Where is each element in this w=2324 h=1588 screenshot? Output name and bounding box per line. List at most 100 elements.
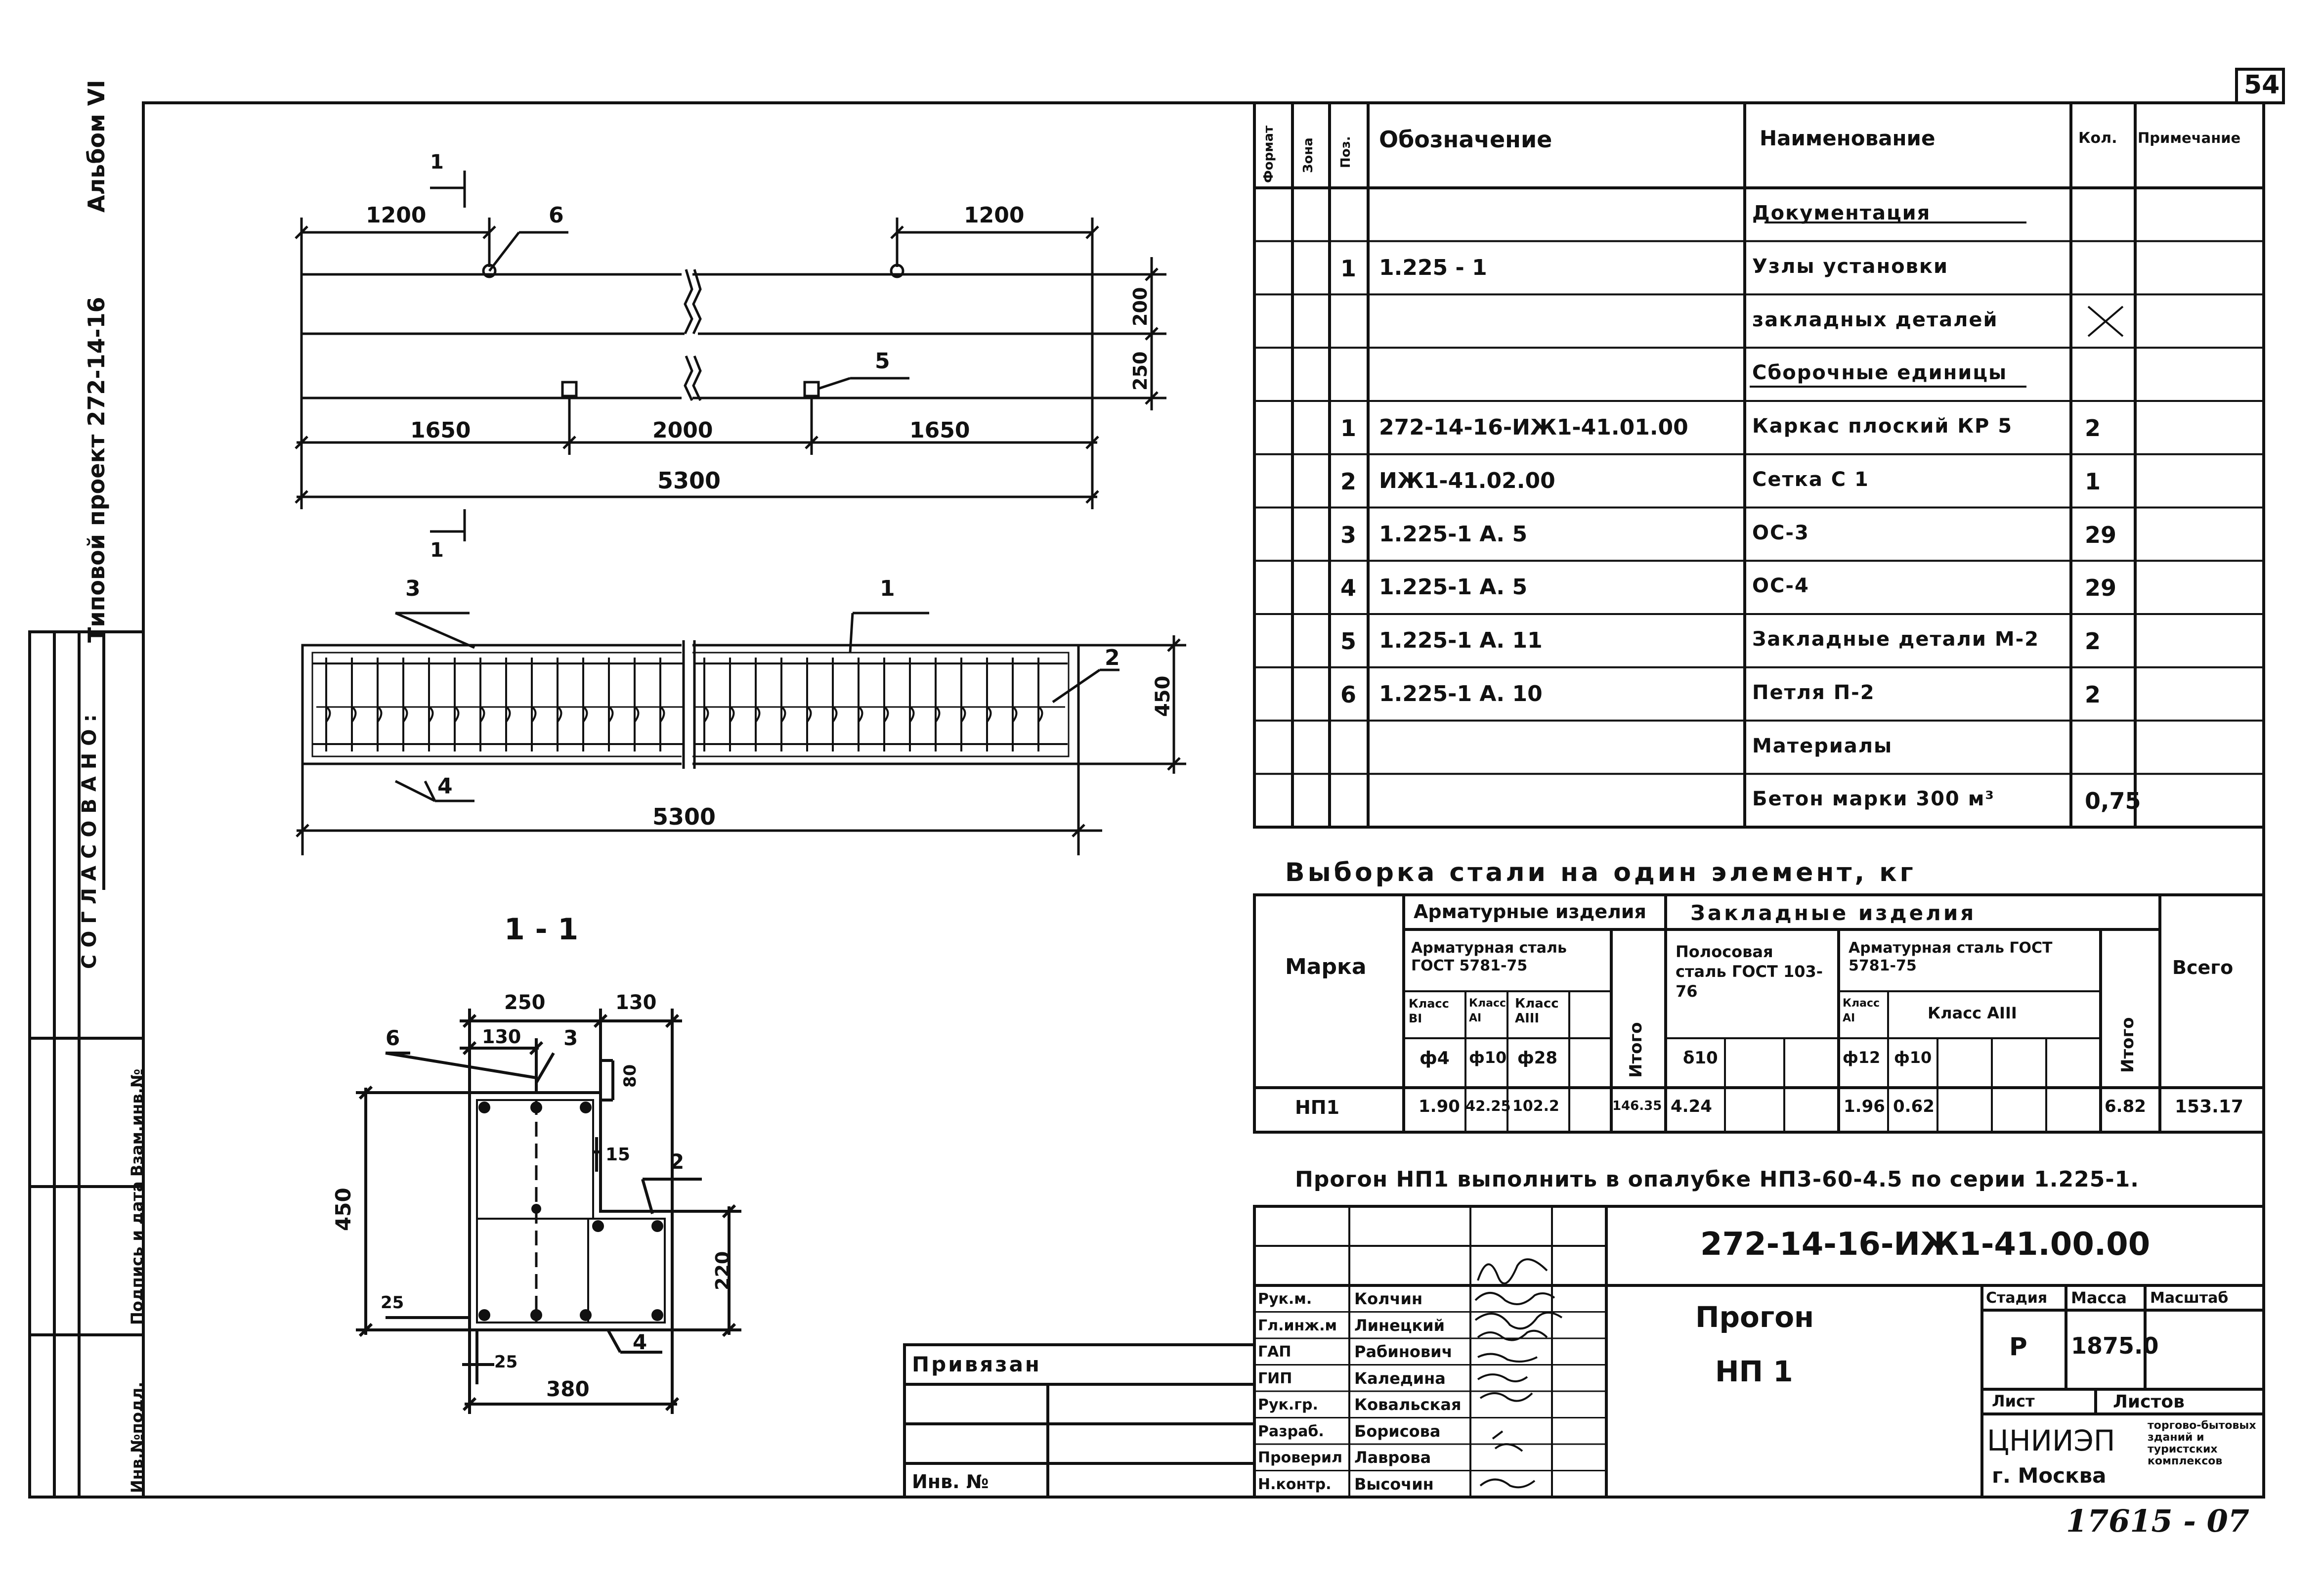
- tb-stage: Р: [2009, 1332, 2027, 1361]
- tb-name-line1: Прогон: [1695, 1300, 1814, 1334]
- steel-h-class-ai: Класс АI: [1469, 997, 1506, 1024]
- spec-pos: 1: [1340, 415, 1357, 441]
- steel-d-12: ф12: [1843, 1048, 1881, 1067]
- steel-d-10: ф10: [1469, 1048, 1507, 1067]
- spec-name: Узлы установки: [1752, 255, 1949, 278]
- tb-org: ЦНИИЭП: [1987, 1424, 2115, 1457]
- tb-org-desc: торгово-бытовых зданий и туристских комп…: [2148, 1419, 2256, 1467]
- tb-sheets-h: Листов: [2113, 1392, 2185, 1412]
- stirrup-hook: [832, 706, 838, 723]
- spec-designation: 1.225-1 А. 5: [1379, 521, 1528, 547]
- steel-row-total: 153.17: [2175, 1097, 2243, 1117]
- handwritten-number: 17615 - 07: [2066, 1503, 2249, 1539]
- spec-qty: 29: [2085, 521, 2117, 548]
- stirrup-hook: [402, 706, 408, 723]
- steel-d-4: ф4: [1420, 1048, 1450, 1068]
- stirrup-hook: [582, 706, 588, 723]
- stirrup-hook: [1037, 706, 1043, 723]
- tb-bound: Привязан: [912, 1352, 1041, 1376]
- spec-pos: 5: [1340, 628, 1357, 655]
- dim-sec-130b: 130: [482, 1026, 521, 1048]
- stamp-replace-inv: Взам.инв.№: [128, 1068, 146, 1177]
- steel-row-sum2: 6.82: [2105, 1097, 2146, 1116]
- spec-name: Каркас плоский КР 5: [1752, 415, 2013, 438]
- steel-h-embedded: Закладные изделия: [1690, 901, 1977, 925]
- role-title: Гл.инж.м: [1258, 1317, 1337, 1334]
- spec-qty: 1: [2085, 468, 2101, 495]
- role-person: Колчин: [1354, 1289, 1423, 1308]
- spec-name: Сетка С 1: [1752, 468, 1869, 491]
- spec-designation: ИЖ1-41.02.00: [1379, 468, 1555, 493]
- spec-h-zone: Зона: [1301, 137, 1316, 173]
- spec-h-format: Формат: [1261, 125, 1276, 183]
- spec-pos: 3: [1340, 521, 1357, 548]
- role-person: Ковальская: [1354, 1395, 1462, 1414]
- spec-name: Сборочные единицы: [1752, 361, 2008, 385]
- tb-mass: 1875.0: [2071, 1332, 2159, 1359]
- spec-h-name: Наименование: [1760, 126, 1936, 150]
- spec-name: ОС-3: [1752, 521, 1809, 544]
- section-title: 1 - 1: [504, 912, 579, 947]
- spec-pos: 4: [1340, 574, 1357, 602]
- marker-six-sec: 6: [386, 1026, 400, 1050]
- section-marker-top: 1: [430, 151, 444, 174]
- steel-row-v1: 1.90: [1419, 1097, 1460, 1116]
- tb-name-line2: НП 1: [1715, 1355, 1793, 1388]
- marker-three-sec: 3: [563, 1026, 578, 1050]
- steel-row-v6: 0.62: [1893, 1097, 1935, 1116]
- role-title: Разраб.: [1258, 1422, 1324, 1440]
- dim-total-top: 5300: [657, 467, 721, 494]
- stirrup-hook: [729, 706, 735, 723]
- stirrup-hook: [659, 706, 665, 723]
- stirrup-hook: [909, 706, 915, 723]
- spec-pos: 1: [1340, 255, 1357, 282]
- stirrup-hook: [780, 706, 786, 723]
- role-person: Линецкий: [1354, 1316, 1445, 1335]
- stirrup-hook: [960, 706, 966, 723]
- role-title: Рук.гр.: [1258, 1396, 1318, 1413]
- tb-inv: Инв. №: [912, 1471, 989, 1493]
- role-title: Н.контр.: [1258, 1475, 1332, 1493]
- steel-row-v2: 42.25: [1465, 1098, 1511, 1114]
- marker-two-plan: 2: [1105, 645, 1120, 670]
- steel-title: Выборка стали на один элемент, кг: [1285, 858, 1916, 887]
- stamp-agreed: СОГЛАСОВАНО:: [78, 707, 101, 969]
- stamp-inv-no: Инв.№подл.: [128, 1381, 146, 1493]
- steel-h-class-bi: Класс ВI: [1409, 997, 1449, 1025]
- spec-pos: 2: [1340, 468, 1357, 495]
- stirrup-hook: [454, 706, 460, 723]
- stirrup-hook: [935, 706, 941, 723]
- spec-qty: 2: [2085, 628, 2101, 655]
- stirrup-hook: [703, 706, 709, 723]
- dim-h2: 250: [1129, 351, 1151, 391]
- dim-sec-220: 220: [712, 1251, 733, 1290]
- spec-pos: 6: [1340, 681, 1357, 708]
- page-number: 54: [2244, 70, 2280, 100]
- steel-row-sum1: 146.35: [1612, 1099, 1662, 1113]
- spec-designation: 272-14-16-ИЖ1-41.01.00: [1379, 415, 1688, 440]
- stirrup-hook: [557, 706, 562, 723]
- steel-d-28: ф28: [1517, 1048, 1558, 1068]
- dim-bottom-right: 1650: [909, 418, 970, 443]
- role-title: ГИП: [1258, 1369, 1292, 1387]
- spec-designation: 1.225-1 А. 11: [1379, 628, 1543, 653]
- steel-h-arm-steel-a: Арматурная сталь ГОСТ 5781-75: [1411, 939, 1567, 974]
- stirrup-hook: [505, 706, 511, 723]
- dim-plan-height: 450: [1152, 675, 1174, 717]
- spec-designation: 1.225-1 А. 5: [1379, 574, 1528, 600]
- casting-note: Прогон НП1 выполнить в опалубке НП3-60-4…: [1295, 1167, 2139, 1192]
- steel-h-mark: Марка: [1285, 954, 1367, 979]
- tb-code: 272-14-16-ИЖ1-41.00.00: [1700, 1226, 2151, 1263]
- spec-name: Материалы: [1752, 734, 1893, 757]
- stamp-sign-date: Подпись и дата: [128, 1181, 146, 1325]
- dim-plan-total: 5300: [652, 803, 716, 830]
- role-title: Рук.м.: [1258, 1290, 1312, 1308]
- role-title: ГАП: [1258, 1343, 1291, 1361]
- dim-sec-380: 380: [546, 1377, 590, 1401]
- spec-name: Петля П-2: [1752, 681, 1875, 704]
- spec-name: Закладные детали М-2: [1752, 628, 2040, 651]
- steel-d-s10: δ10: [1683, 1048, 1718, 1068]
- spec-name: закладных деталей: [1752, 308, 1998, 331]
- stirrup-hook: [479, 706, 485, 723]
